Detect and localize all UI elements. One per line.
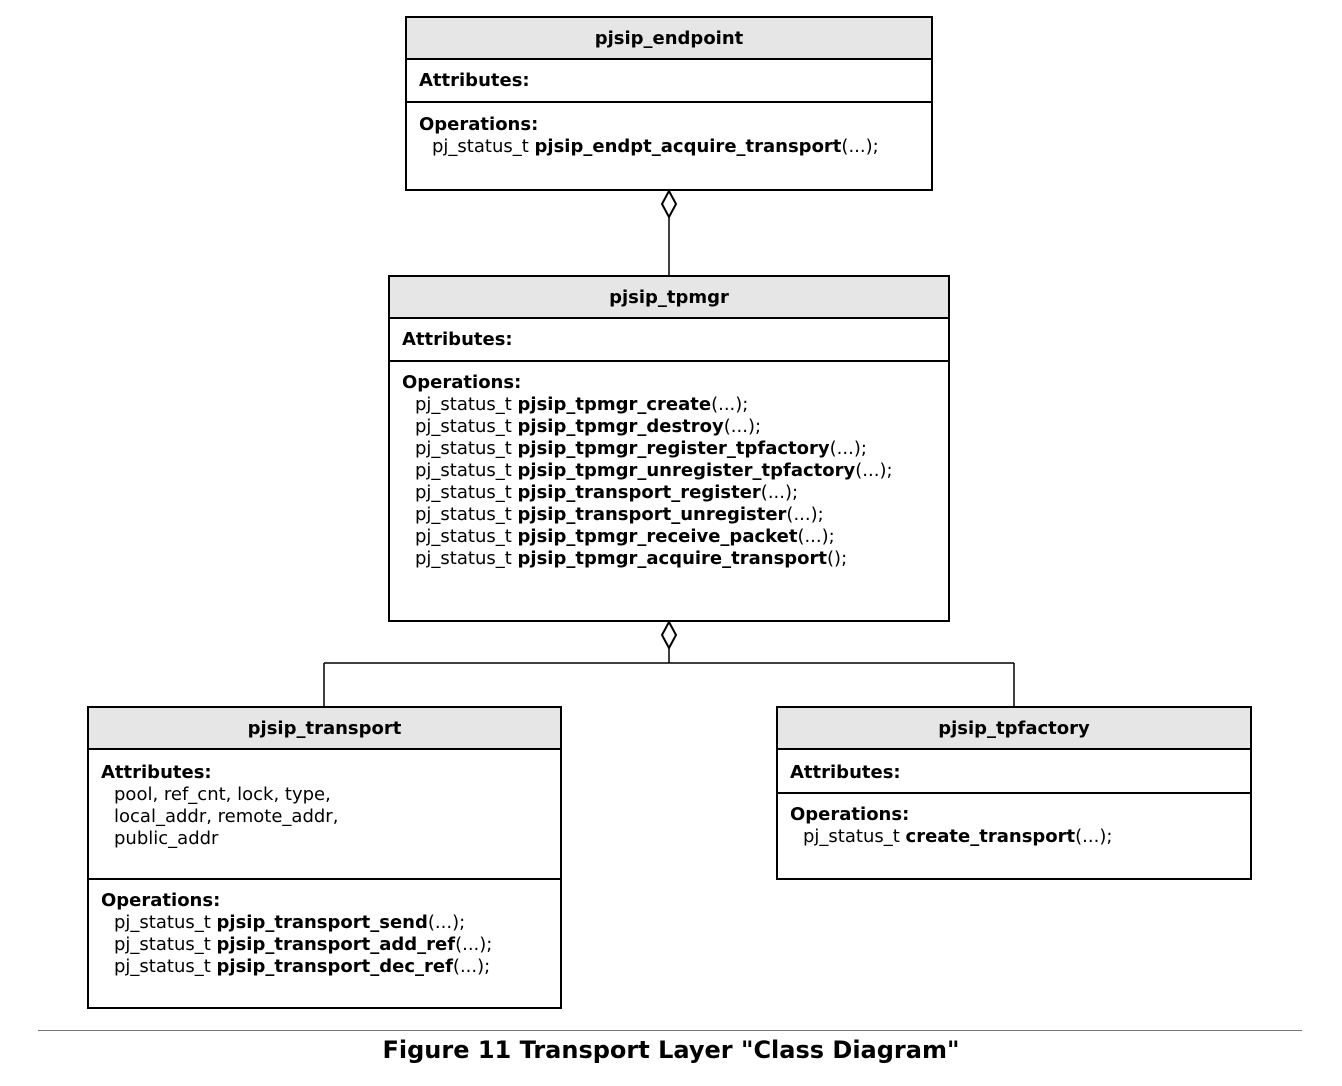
- operations-label: Operations:: [101, 890, 221, 911]
- operation-return-type: pj_status_t: [432, 136, 529, 157]
- class-name: pjsip_transport: [89, 708, 560, 750]
- operation-args: (...);: [841, 136, 879, 157]
- operation: pj_status_t pjsip_tpmgr_destroy(...);: [402, 416, 936, 438]
- attributes-label: Attributes:: [101, 762, 212, 783]
- aggregation-diamond-endpoint: [660, 188, 678, 220]
- operation-return-type: pj_status_t: [415, 482, 512, 503]
- operation: pj_status_t pjsip_transport_unregister(.…: [402, 504, 936, 526]
- operation: pj_status_t pjsip_transport_add_ref(...)…: [101, 934, 548, 956]
- operation: pj_status_t create_transport(...);: [790, 826, 1238, 848]
- attributes-section: Attributes: pool, ref_cnt, lock, type, l…: [89, 750, 560, 880]
- operation: pj_status_t pjsip_tpmgr_acquire_transpor…: [402, 548, 936, 570]
- class-box-pjsip-tpmgr: pjsip_tpmgr Attributes: Operations: pj_s…: [388, 275, 950, 622]
- class-name: pjsip_tpfactory: [778, 708, 1250, 750]
- operations-label: Operations:: [402, 372, 522, 393]
- operation-args: (...);: [829, 438, 867, 459]
- operation-name: pjsip_transport_unregister: [517, 504, 787, 525]
- operation-name: create_transport: [905, 826, 1076, 847]
- operation-name: pjsip_transport_add_ref: [216, 934, 456, 955]
- operation-name: pjsip_tpmgr_create: [517, 394, 712, 415]
- operation-return-type: pj_status_t: [415, 394, 512, 415]
- operation-args: (...);: [723, 416, 762, 437]
- operations-section: Operations: pj_status_t create_transport…: [778, 794, 1250, 848]
- attribute-line: public_addr: [114, 828, 219, 849]
- class-box-pjsip-tpfactory: pjsip_tpfactory Attributes: Operations: …: [776, 706, 1252, 880]
- operations-label: Operations:: [790, 804, 910, 825]
- operation-return-type: pj_status_t: [114, 956, 211, 977]
- operation-return-type: pj_status_t: [114, 912, 211, 933]
- aggregation-diamond-tpmgr: [660, 619, 678, 651]
- operation-args: (...);: [455, 934, 493, 955]
- operations-section: Operations: pj_status_t pjsip_endpt_acqu…: [407, 103, 931, 158]
- operation-args: (...);: [760, 482, 799, 503]
- operation-return-type: pj_status_t: [415, 438, 512, 459]
- operation-return-type: pj_status_t: [415, 416, 512, 437]
- operation-name: pjsip_tpmgr_unregister_tpfactory: [517, 460, 856, 481]
- operation-name: pjsip_transport_send: [216, 912, 428, 933]
- caption-divider: [38, 1030, 1302, 1031]
- operation: pj_status_t pjsip_tpmgr_create(...);: [402, 394, 936, 416]
- attributes-label: Attributes:: [402, 329, 513, 350]
- operation: pj_status_t pjsip_transport_register(...…: [402, 482, 936, 504]
- operation-args: (...);: [797, 526, 835, 547]
- operations-section: Operations: pj_status_t pjsip_transport_…: [89, 880, 560, 978]
- attributes-label: Attributes:: [790, 762, 901, 783]
- operations-label: Operations:: [419, 114, 539, 135]
- operation-return-type: pj_status_t: [415, 548, 512, 569]
- operation-return-type: pj_status_t: [415, 504, 512, 525]
- operation-args: (...);: [855, 460, 893, 481]
- operation-args: (...);: [1075, 826, 1113, 847]
- attribute-line: pool, ref_cnt, lock, type,: [114, 784, 331, 805]
- attributes-section: Attributes:: [390, 319, 948, 362]
- class-box-pjsip-transport: pjsip_transport Attributes: pool, ref_cn…: [87, 706, 562, 1009]
- operation-args: (...);: [711, 394, 749, 415]
- class-name: pjsip_endpoint: [407, 18, 931, 60]
- operation-args: (...);: [452, 956, 491, 977]
- operations-section: Operations: pj_status_t pjsip_tpmgr_crea…: [390, 362, 948, 570]
- class-name: pjsip_tpmgr: [390, 277, 948, 319]
- operation: pj_status_t pjsip_endpt_acquire_transpor…: [419, 136, 919, 158]
- operation: pj_status_t pjsip_tpmgr_register_tpfacto…: [402, 438, 936, 460]
- class-box-pjsip-endpoint: pjsip_endpoint Attributes: Operations: p…: [405, 16, 933, 191]
- operation-name: pjsip_tpmgr_register_tpfactory: [517, 438, 830, 459]
- attribute-line: local_addr, remote_addr,: [114, 806, 339, 827]
- operation-return-type: pj_status_t: [415, 526, 512, 547]
- operation-return-type: pj_status_t: [415, 460, 512, 481]
- attributes-label: Attributes:: [419, 70, 530, 91]
- operation-args: ();: [827, 548, 848, 569]
- operation-return-type: pj_status_t: [803, 826, 900, 847]
- operation: pj_status_t pjsip_transport_send(...);: [101, 912, 548, 934]
- operation-return-type: pj_status_t: [114, 934, 211, 955]
- operation-name: pjsip_tpmgr_receive_packet: [517, 526, 798, 547]
- operation-args: (...);: [786, 504, 824, 525]
- operation-args: (...);: [427, 912, 466, 933]
- attributes-section: Attributes:: [407, 60, 931, 103]
- operation-name: pjsip_tpmgr_destroy: [517, 416, 724, 437]
- operation-name: pjsip_tpmgr_acquire_transport: [517, 548, 828, 569]
- operation-name: pjsip_transport_register: [517, 482, 761, 503]
- operation: pj_status_t pjsip_tpmgr_receive_packet(.…: [402, 526, 936, 548]
- operation-name: pjsip_transport_dec_ref: [216, 956, 453, 977]
- figure-caption: Figure 11 Transport Layer "Class Diagram…: [382, 1036, 960, 1064]
- attributes-section: Attributes:: [778, 750, 1250, 794]
- operation-name: pjsip_endpt_acquire_transport: [534, 136, 842, 157]
- operation: pj_status_t pjsip_transport_dec_ref(...)…: [101, 956, 548, 978]
- operation: pj_status_t pjsip_tpmgr_unregister_tpfac…: [402, 460, 936, 482]
